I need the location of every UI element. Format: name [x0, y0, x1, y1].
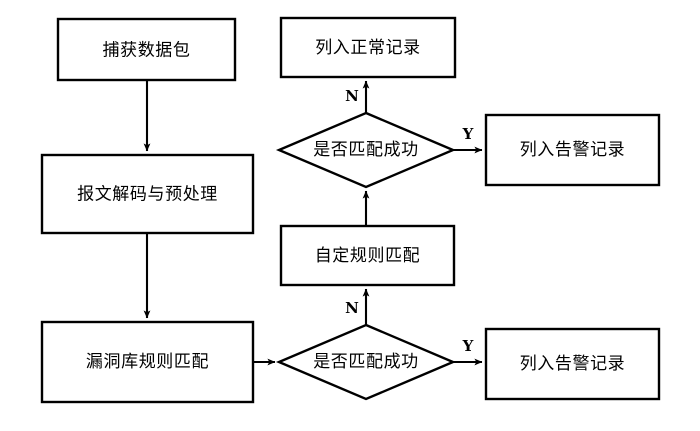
node-vuln-match[interactable]: 漏洞库规则匹配: [40, 320, 255, 404]
edge-label-decision-top-no: N: [345, 87, 359, 105]
node-alert-bottom[interactable]: 列入告警记录: [484, 327, 661, 401]
node-alert-top[interactable]: 列入告警记录: [484, 113, 661, 187]
node-custom-match[interactable]: 自定规则匹配: [279, 224, 456, 287]
edge-label-decision-top-yes: Y: [462, 125, 474, 143]
node-capture[interactable]: 捕获数据包: [56, 17, 237, 82]
node-decode[interactable]: 报文解码与预处理: [40, 153, 255, 235]
node-custom-match-label: 自定规则匹配: [315, 246, 421, 266]
node-decision-top[interactable]: 是否匹配成功: [275, 111, 457, 189]
node-alert-bottom-label: 列入告警记录: [520, 354, 626, 374]
node-decision-bottom[interactable]: 是否匹配成功: [275, 323, 457, 401]
edge-label-decision-bottom-no: N: [345, 299, 359, 317]
edge-group: [143, 80, 483, 366]
node-normal-record[interactable]: 列入正常记录: [279, 16, 457, 79]
node-alert-top-label: 列入告警记录: [520, 140, 626, 160]
node-decision-top-label: 是否匹配成功: [313, 140, 419, 160]
node-vuln-match-label: 漏洞库规则匹配: [86, 352, 209, 372]
node-decision-bottom-label: 是否匹配成功: [313, 352, 419, 372]
node-normal-record-label: 列入正常记录: [315, 38, 421, 58]
edge-label-group: N Y N Y: [345, 87, 474, 355]
node-capture-label: 捕获数据包: [103, 41, 191, 61]
edge-label-decision-bottom-yes: Y: [462, 337, 474, 355]
node-decode-label: 报文解码与预处理: [77, 185, 218, 205]
